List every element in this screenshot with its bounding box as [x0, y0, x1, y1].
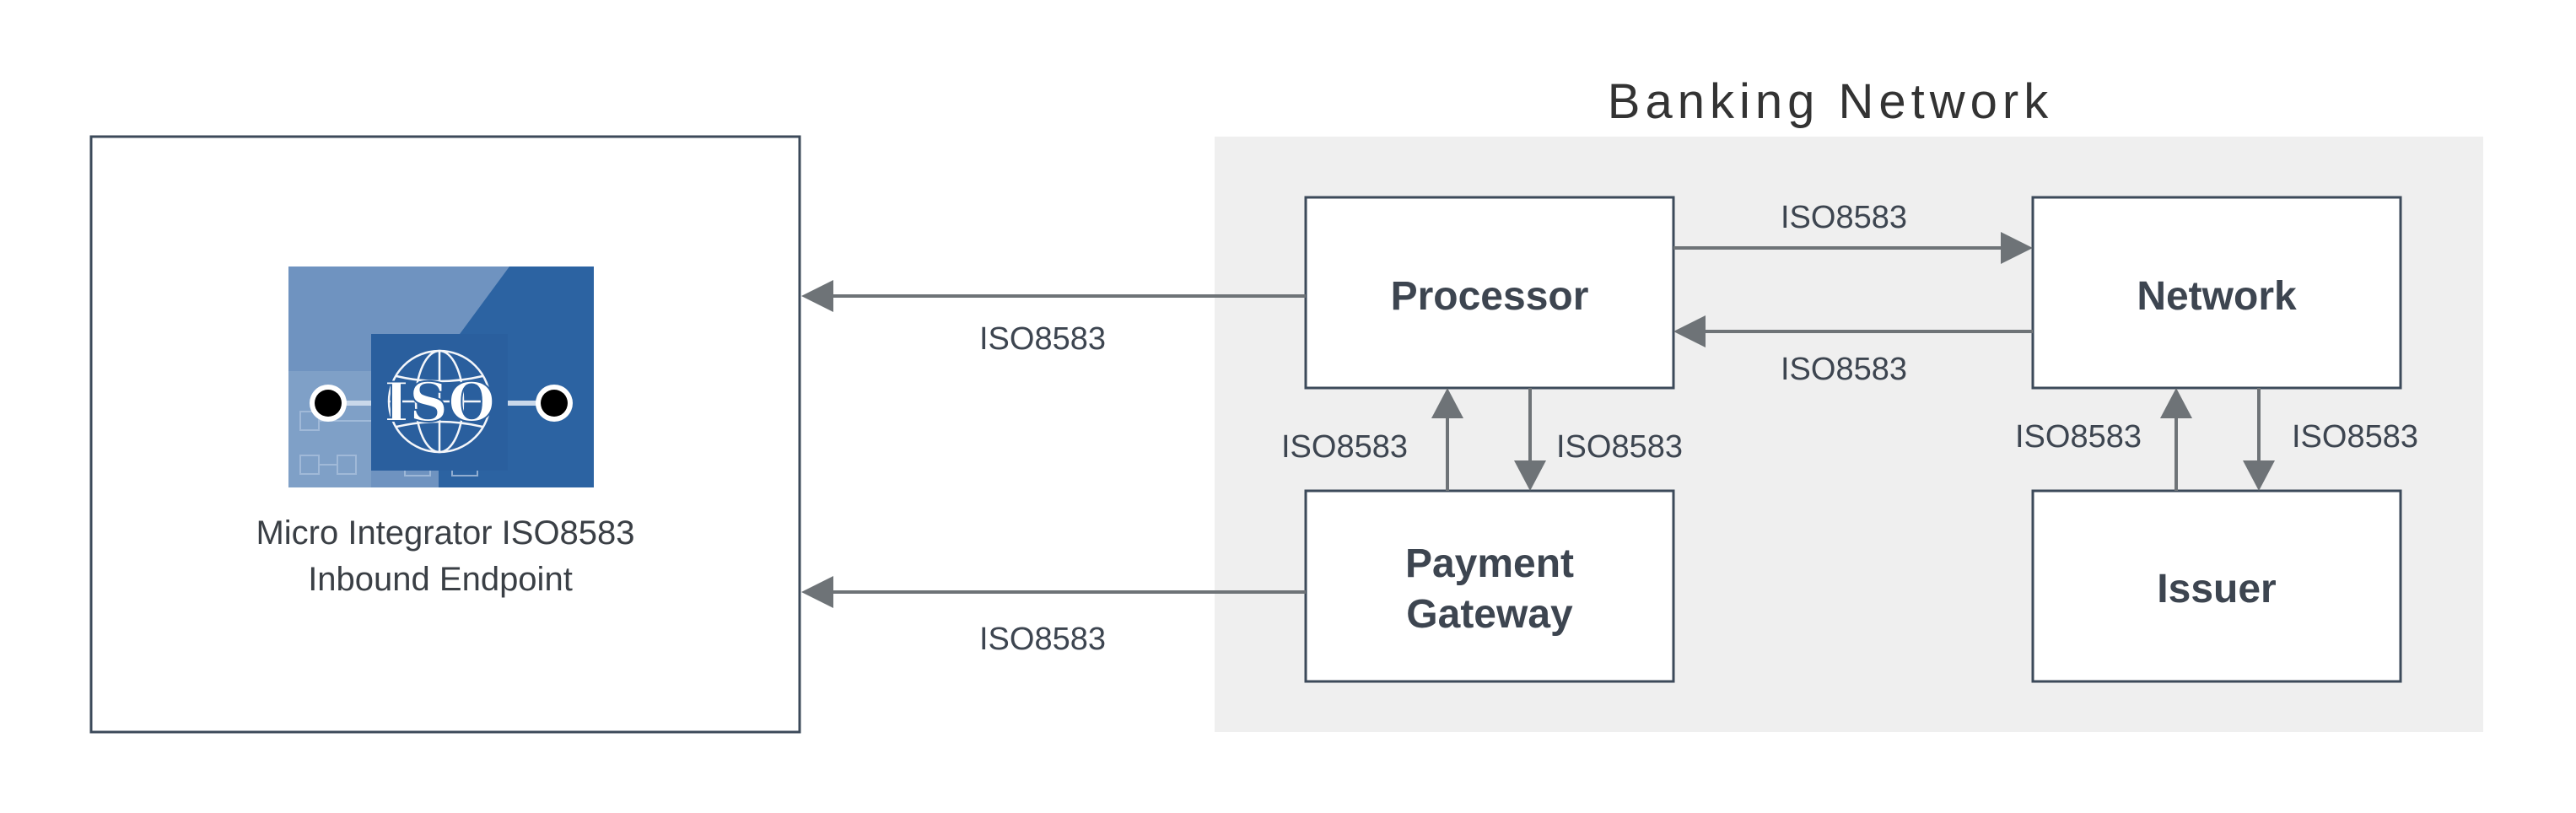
payment-gateway-label-line2: Gateway [1406, 592, 1573, 637]
arrow-network-to-issuer [2243, 388, 2275, 491]
edge-label-processor-gateway: ISO8583 [1556, 429, 1683, 465]
processor-box [1304, 196, 1675, 390]
issuer-box [2031, 489, 2402, 683]
arrow-processor-to-network [1673, 232, 2033, 264]
svg-text:ISO: ISO [384, 371, 495, 434]
edge-label-processor-integrator: ISO8583 [979, 321, 1106, 357]
payment-gateway-box [1304, 489, 1675, 683]
arrow-gateway-to-integrator [801, 576, 1306, 608]
edge-label-gateway-integrator: ISO8583 [979, 622, 1106, 657]
arrow-gateway-to-processor [1431, 388, 1463, 491]
edge-label-network-processor: ISO8583 [1781, 352, 1907, 387]
micro-integrator-caption-line2: Inbound Endpoint [308, 561, 573, 598]
arrow-processor-to-gateway [1514, 388, 1546, 491]
edge-label-issuer-network: ISO8583 [2015, 419, 2142, 455]
edge-label-processor-network: ISO8583 [1781, 200, 1907, 235]
processor-label: Processor [1391, 274, 1589, 319]
banking-network-title: Banking Network [1608, 74, 2053, 129]
arrow-processor-to-integrator [801, 280, 1306, 312]
arrow-issuer-to-network [2160, 388, 2192, 491]
network-box [2031, 196, 2402, 390]
edge-label-gateway-processor: ISO8583 [1281, 429, 1408, 465]
payment-gateway-label-line1: Payment [1405, 541, 1574, 586]
arrow-network-to-processor [1673, 315, 2033, 347]
issuer-label: Issuer [2157, 567, 2276, 611]
micro-integrator-caption-line1: Micro Integrator ISO8583 [256, 514, 634, 552]
network-label: Network [2137, 274, 2297, 319]
edge-label-network-issuer: ISO8583 [2292, 419, 2418, 455]
iso-logo-icon: ISO [288, 267, 594, 487]
